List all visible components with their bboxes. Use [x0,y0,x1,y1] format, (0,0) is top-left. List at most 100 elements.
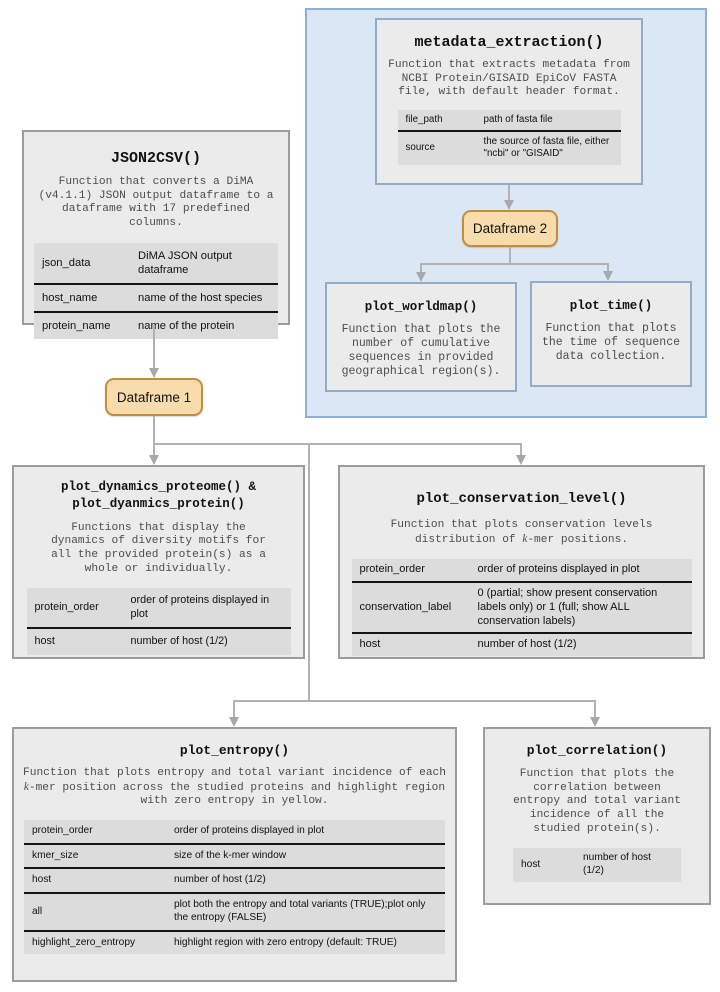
param-desc: order of proteins displayed in plot [166,819,445,845]
connector-line [153,416,155,443]
connector-line [607,263,609,272]
function-title: plot_entropy() [179,743,290,758]
param-row: source the source of fasta file, either … [398,131,621,164]
connector-line [153,325,155,368]
param-desc: number of host (1/2) [583,852,651,877]
connector-line [594,700,596,717]
connector-line [153,443,522,445]
param-desc: the source of fasta file, either "ncbi" … [483,136,610,160]
param-desc: highlight region with zero entropy (defa… [174,936,397,948]
param-desc: path of fasta file [475,109,621,133]
param-row: kmer_size size of the k-mer window [24,843,445,870]
dataframe-2-badge: Dataframe 2 [462,210,558,247]
param-desc: DiMA JSON output dataframe [130,242,278,285]
function-title: plot_time() [569,299,653,313]
function-title: plot_worldmap() [364,300,478,314]
function-box-plot-worldmap: plot_worldmap() Function that plots the … [325,282,517,392]
arrow-down-icon [149,368,159,378]
param-desc: order of proteins displayed in plot [469,559,692,584]
param-name: protein_order [24,819,166,845]
function-description: Function that plots conservation levels … [390,519,653,546]
param-name: protein_order [351,559,470,584]
param-row: host_name name of the host species [34,283,278,313]
function-description: Function that plots the time of sequence… [541,322,681,364]
function-title: plot_conservation_level() [416,491,627,507]
param-row: host number of host (1/2) [24,868,445,895]
function-title: metadata_extraction() [414,34,604,51]
param-table: host number of host (1/2) [513,848,681,882]
param-name: highlight_zero_entropy [32,936,136,948]
connector-line [153,443,155,455]
param-desc: plot both the entropy and total variants… [166,893,445,932]
function-box-plot-time: plot_time() Function that plots the time… [530,281,692,387]
param-row: host number of host (1/2) [352,633,692,656]
connector-line [509,247,511,263]
param-name: host [24,868,166,895]
function-box-metadata-extraction: metadata_extraction() Function that extr… [375,18,643,185]
param-row: conservation_label 0 (partial; show pres… [351,582,692,635]
connector-line [420,263,609,265]
function-box-plot-entropy: plot_entropy() Function that plots entro… [12,727,457,982]
param-row: all plot both the entropy and total vari… [24,893,445,932]
param-row: json_data DiMA JSON output dataframe [34,242,278,285]
param-name: host [521,858,541,870]
function-title: plot_correlation() [526,743,668,758]
connector-line [233,700,235,717]
function-description: Function that plots the number of cumula… [341,323,501,379]
param-desc: name of the protein [138,319,235,332]
function-description: Function that plots the correlation betw… [513,768,681,835]
param-desc: number of host (1/2) [166,868,445,895]
function-description: Function that extracts metadata from NCB… [388,59,630,99]
arrow-down-icon [603,271,613,281]
arrow-down-icon [229,717,239,727]
function-box-plot-conservation-level: plot_conservation_level() Function that … [338,465,705,659]
param-table: protein_order order of proteins displaye… [351,559,692,657]
function-box-json2csv: JSON2CSV() Function that converts a DiMA… [22,130,290,339]
connector-line [233,700,596,702]
param-row: file_path path of fasta file [397,109,621,133]
arrow-down-icon [416,272,426,282]
function-title: plot_dynamics_proteome() & plot_dyanmics… [60,480,264,511]
function-title: JSON2CSV() [110,150,201,167]
connector-line [520,443,522,455]
function-description: Functions that display the dynamics of d… [51,521,266,575]
function-description: Function that plots entropy and total va… [23,767,446,808]
param-desc: order of proteins displayed in plot [122,588,291,630]
connector-line [308,443,310,702]
param-table: protein_order order of proteins displaye… [26,588,291,655]
param-name: protein_order [26,588,123,630]
param-row: protein_order order of proteins displaye… [351,559,692,584]
arrow-down-icon [590,717,600,727]
connector-line [508,185,510,201]
arrow-down-icon [516,455,526,465]
param-name: kmer_size [24,843,166,870]
param-desc: number of host (1/2) [130,635,228,648]
arrow-down-icon [149,455,159,465]
function-box-plot-dynamics: plot_dynamics_proteome() & plot_dyanmics… [12,465,305,659]
param-desc: number of host (1/2) [477,638,577,651]
param-desc: name of the host species [130,283,278,313]
dataframe-1-badge: Dataframe 1 [105,378,203,416]
function-box-plot-correlation: plot_correlation() Function that plots t… [483,727,711,905]
param-name: file_path [397,109,476,133]
param-name: protein_name [42,319,111,332]
param-table: file_path path of fasta file source the … [397,109,621,165]
param-row: protein_order order of proteins displaye… [24,819,445,845]
param-row: host number of host (1/2) [513,848,681,882]
param-name: conservation_label [351,582,470,635]
param-row: protein_name name of the protein [34,312,278,339]
param-row: protein_order order of proteins displaye… [26,588,291,630]
param-name: json_data [34,242,130,285]
param-name: all [24,893,166,932]
arrow-down-icon [504,200,514,210]
param-name: host [359,638,381,651]
param-name: host [34,635,55,648]
param-table: json_data DiMA JSON output dataframe hos… [34,242,278,339]
connector-line [420,263,422,273]
param-row: host number of host (1/2) [27,628,291,654]
param-name: source [405,142,435,154]
param-name: host_name [34,283,130,313]
param-row: highlight_zero_entropy highlight region … [24,931,445,955]
param-desc: 0 (partial; show present conservation la… [469,582,692,635]
